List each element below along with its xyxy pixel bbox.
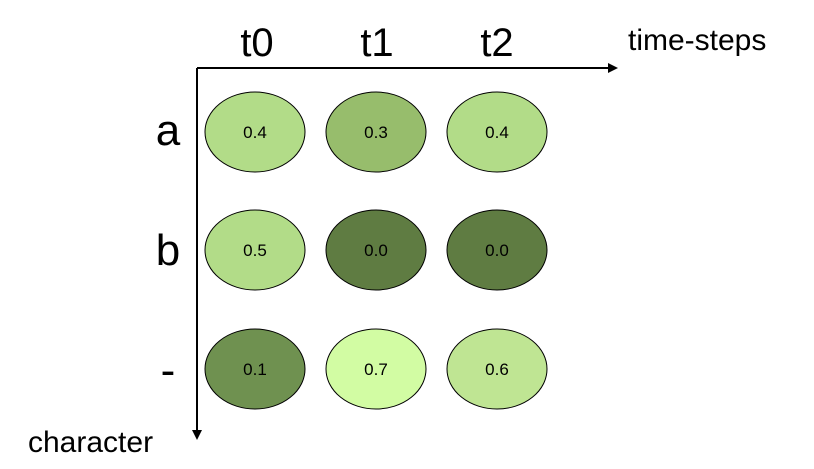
cell-a-t2: 0.4: [446, 91, 548, 173]
cell-dash-t1: 0.7: [325, 328, 427, 410]
column-label-t1: t1: [360, 21, 393, 65]
cell-value: 0.7: [364, 360, 388, 379]
cell-node: [325, 209, 427, 291]
cell-node: [204, 209, 306, 291]
cell-a-t1: 0.3: [325, 91, 427, 173]
cell-dash-t0: 0.1: [204, 328, 306, 410]
cell-value: 0.5: [243, 241, 267, 260]
cell-node: [204, 91, 306, 173]
row-label-dash: -: [161, 346, 176, 395]
cell-value: 0.1: [243, 360, 267, 379]
cell-value: 0.3: [364, 123, 388, 142]
cell-b-t2: 0.0: [446, 209, 548, 291]
cell-node: [446, 209, 548, 291]
cell-value: 0.4: [485, 123, 509, 142]
cell-value: 0.0: [364, 241, 388, 260]
cell-node: [325, 328, 427, 410]
cell-value: 0.6: [485, 360, 509, 379]
cell-node: [446, 91, 548, 173]
row-label-b: b: [156, 226, 180, 275]
cell-node: [325, 91, 427, 173]
column-label-t0: t0: [240, 21, 273, 65]
cell-b-t1: 0.0: [325, 209, 427, 291]
character-axis-label: character: [28, 426, 153, 459]
cell-a-t0: 0.4: [204, 91, 306, 173]
cell-node: [204, 328, 306, 410]
cell-b-t0: 0.5: [204, 209, 306, 291]
row-label-a: a: [156, 106, 181, 155]
column-label-t2: t2: [480, 21, 513, 65]
cell-dash-t2: 0.6: [446, 328, 548, 410]
cell-value: 0.0: [485, 241, 509, 260]
cell-node: [446, 328, 548, 410]
time-steps-axis-label: time-steps: [628, 24, 766, 57]
cell-value: 0.4: [243, 123, 267, 142]
